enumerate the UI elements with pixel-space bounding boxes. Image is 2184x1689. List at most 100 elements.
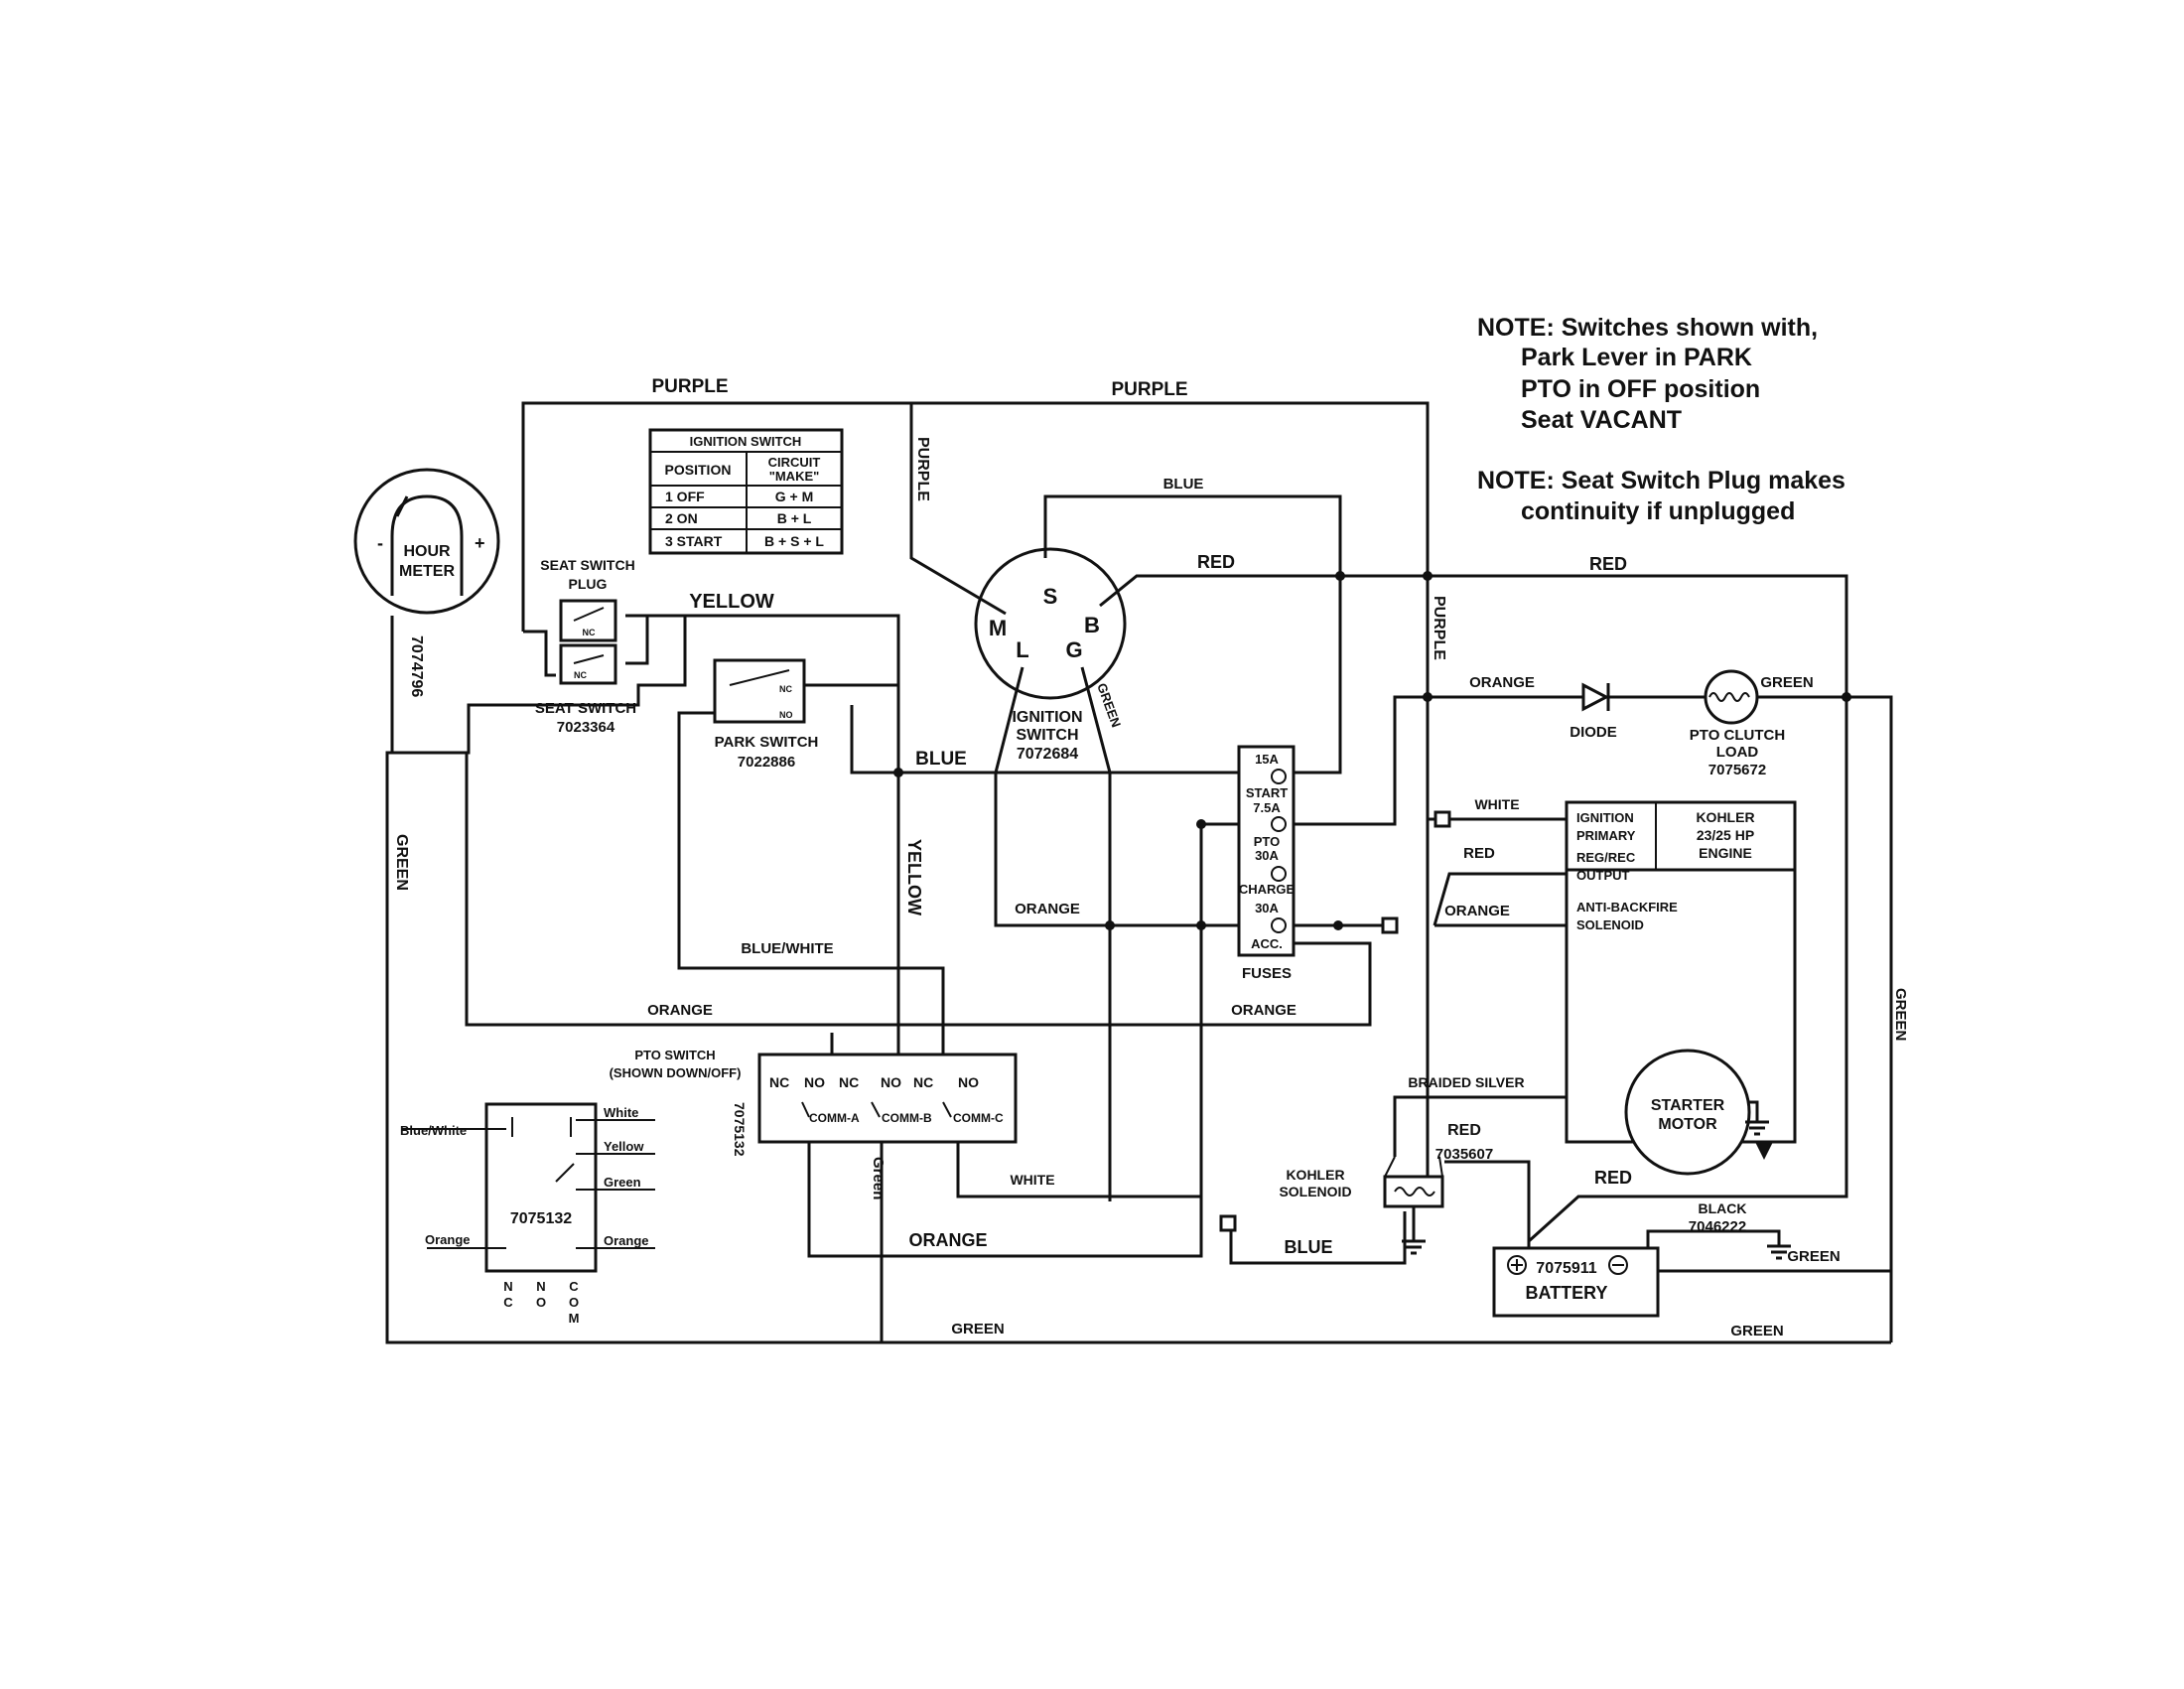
connector bbox=[1381, 916, 1399, 934]
seat-switch-body bbox=[559, 643, 617, 685]
detail-right-orange: Orange bbox=[604, 1233, 649, 1248]
hour-meter: - + HOUR METER 7074796 bbox=[353, 468, 500, 697]
ignition-switch-label: IGNITION bbox=[1012, 709, 1082, 726]
detail-right-yellow: Yellow bbox=[604, 1139, 644, 1154]
fuse-label-30a-a: 30A bbox=[1255, 848, 1279, 863]
ign-table-row1-pos: 1 OFF bbox=[665, 489, 705, 504]
junction-dot bbox=[1423, 571, 1433, 581]
hour-meter-body bbox=[353, 468, 500, 615]
wire-seat-right bbox=[625, 614, 649, 665]
pto-switch-part: 7075132 bbox=[732, 1102, 748, 1157]
ground-icon bbox=[1755, 1142, 1773, 1160]
note1-line4: Seat VACANT bbox=[1521, 406, 1682, 434]
park-switch-nc: NC bbox=[779, 684, 792, 694]
wire-blue-mid bbox=[464, 616, 687, 755]
detail-switch-body bbox=[484, 1102, 598, 1273]
wire-red-batt bbox=[1527, 1142, 1848, 1243]
note1-line1: NOTE: Switches shown with, bbox=[1477, 314, 1818, 342]
pto-switch-arm bbox=[871, 1101, 881, 1118]
wire-orange-bottom bbox=[807, 1142, 1203, 1258]
wire-purple-ign bbox=[909, 403, 1007, 616]
wire-label-green-left: GREEN bbox=[393, 834, 410, 891]
wire-yellow-top bbox=[647, 614, 900, 1077]
solenoid-terminal bbox=[1384, 1156, 1396, 1178]
seat-switch-plug: NC SEAT SWITCH PLUG bbox=[540, 557, 635, 642]
diode-symbol bbox=[1581, 682, 1610, 712]
ign-terminal-s: S bbox=[1043, 584, 1058, 609]
wire-label-orange-right: ORANGE bbox=[1231, 1002, 1297, 1019]
junction-dot bbox=[893, 768, 903, 777]
pto-comm-c: COMM-C bbox=[953, 1111, 1004, 1125]
hour-meter-needle bbox=[395, 495, 409, 517]
ign-table-header-position: POSITION bbox=[665, 462, 732, 478]
pto-clutch-body bbox=[1704, 669, 1759, 725]
ignition-switch-part: 7072684 bbox=[1017, 746, 1078, 763]
junction-dot bbox=[1333, 920, 1343, 930]
wire-label-orange-left: ORANGE bbox=[647, 1002, 713, 1019]
wire-label-green-right: GREEN bbox=[1892, 988, 1909, 1041]
wire-label-blue-white: BLUE/WHITE bbox=[741, 940, 833, 957]
hour-meter-label2: METER bbox=[399, 563, 455, 580]
detail-bottom-n2: N bbox=[536, 1279, 545, 1294]
black-ground-label: BLACK bbox=[1699, 1200, 1747, 1216]
wire-label-blue-bottom: BLUE bbox=[1285, 1237, 1333, 1257]
fuse-label-30a-b: 30A bbox=[1255, 901, 1279, 915]
pto-switch-label1: PTO SWITCH bbox=[634, 1048, 715, 1062]
detail-contact bbox=[555, 1163, 575, 1183]
wire-label-braided-silver: BRAIDED SILVER bbox=[1408, 1074, 1524, 1090]
wire-label-red-batt: RED bbox=[1594, 1168, 1632, 1188]
wire-label-green-pto: Green bbox=[870, 1157, 887, 1199]
detail-right-white: White bbox=[604, 1105, 638, 1120]
wire-label-green-bottom: GREEN bbox=[951, 1321, 1004, 1337]
ign-table-row2-circuit: B + L bbox=[777, 510, 812, 526]
wire-blue-top bbox=[1043, 494, 1342, 774]
fuse-label-acc: ACC. bbox=[1251, 936, 1283, 951]
engine-name2: 23/25 HP bbox=[1697, 827, 1754, 843]
ign-terminal-g: G bbox=[1065, 637, 1082, 662]
diode-label: DIODE bbox=[1570, 724, 1617, 741]
pto-contact-nc-a: NC bbox=[769, 1074, 789, 1090]
fuse-symbol bbox=[1271, 866, 1287, 882]
battery-part: 7075911 bbox=[1536, 1260, 1597, 1277]
ign-table-header-make: "MAKE" bbox=[769, 469, 820, 484]
wire-label-red-sol: RED bbox=[1447, 1122, 1481, 1139]
seat-switch-contact bbox=[573, 654, 605, 664]
ign-terminal-m: M bbox=[989, 616, 1007, 640]
pto-switch-arm bbox=[942, 1101, 952, 1118]
fuse-label-pto: PTO bbox=[1254, 834, 1281, 849]
diode: DIODE bbox=[1570, 682, 1617, 741]
battery-body bbox=[1492, 1246, 1660, 1318]
pto-clutch-label1: PTO CLUTCH bbox=[1690, 727, 1785, 744]
solenoid-coil bbox=[1394, 1187, 1435, 1196]
wire-label-purple-top-right: PURPLE bbox=[1111, 379, 1187, 400]
ign-terminal-b: B bbox=[1084, 613, 1100, 637]
junction-dot bbox=[1335, 571, 1345, 581]
engine-t1b: PRIMARY bbox=[1576, 828, 1636, 843]
detail-left2: Orange bbox=[425, 1232, 471, 1247]
wire-green-clutch2 bbox=[1757, 695, 1893, 1342]
ignition-switch-label2: SWITCH bbox=[1016, 727, 1078, 744]
engine-t2a: REG/REC bbox=[1576, 850, 1636, 865]
detail-switch: 7075132 Blue/White Orange White Yellow G… bbox=[400, 1102, 655, 1326]
connector bbox=[1433, 810, 1451, 828]
wire-label-white-ign: WHITE bbox=[1474, 796, 1519, 812]
pto-contact-no-a: NO bbox=[804, 1074, 825, 1090]
pto-clutch-label2: LOAD bbox=[1716, 744, 1759, 761]
wire-orange-left bbox=[392, 751, 1372, 1027]
fuse-symbol bbox=[1271, 769, 1287, 784]
ignition-switch-table: IGNITION SWITCH POSITION CIRCUIT "MAKE" … bbox=[648, 428, 844, 555]
seat-switch-plug-body bbox=[559, 599, 617, 642]
engine-name1: KOHLER bbox=[1696, 809, 1754, 825]
wire-purple-top bbox=[521, 401, 1430, 1196]
wire-label-orange-anti: ORANGE bbox=[1444, 903, 1510, 919]
wire-orange-diode bbox=[1294, 695, 1583, 826]
detail-right-green: Green bbox=[604, 1175, 641, 1190]
park-switch-contact bbox=[729, 669, 790, 686]
seat-switch: NC SEAT SWITCH 7023364 bbox=[535, 643, 636, 736]
junction-dots bbox=[893, 571, 1851, 930]
black-ground-part: 7046222 bbox=[1689, 1218, 1746, 1235]
detail-bottom-n1: N bbox=[503, 1279, 512, 1294]
wire-label-orange-mid: ORANGE bbox=[1015, 901, 1080, 917]
pto-switch-label2: (SHOWN DOWN/OFF) bbox=[610, 1065, 742, 1080]
